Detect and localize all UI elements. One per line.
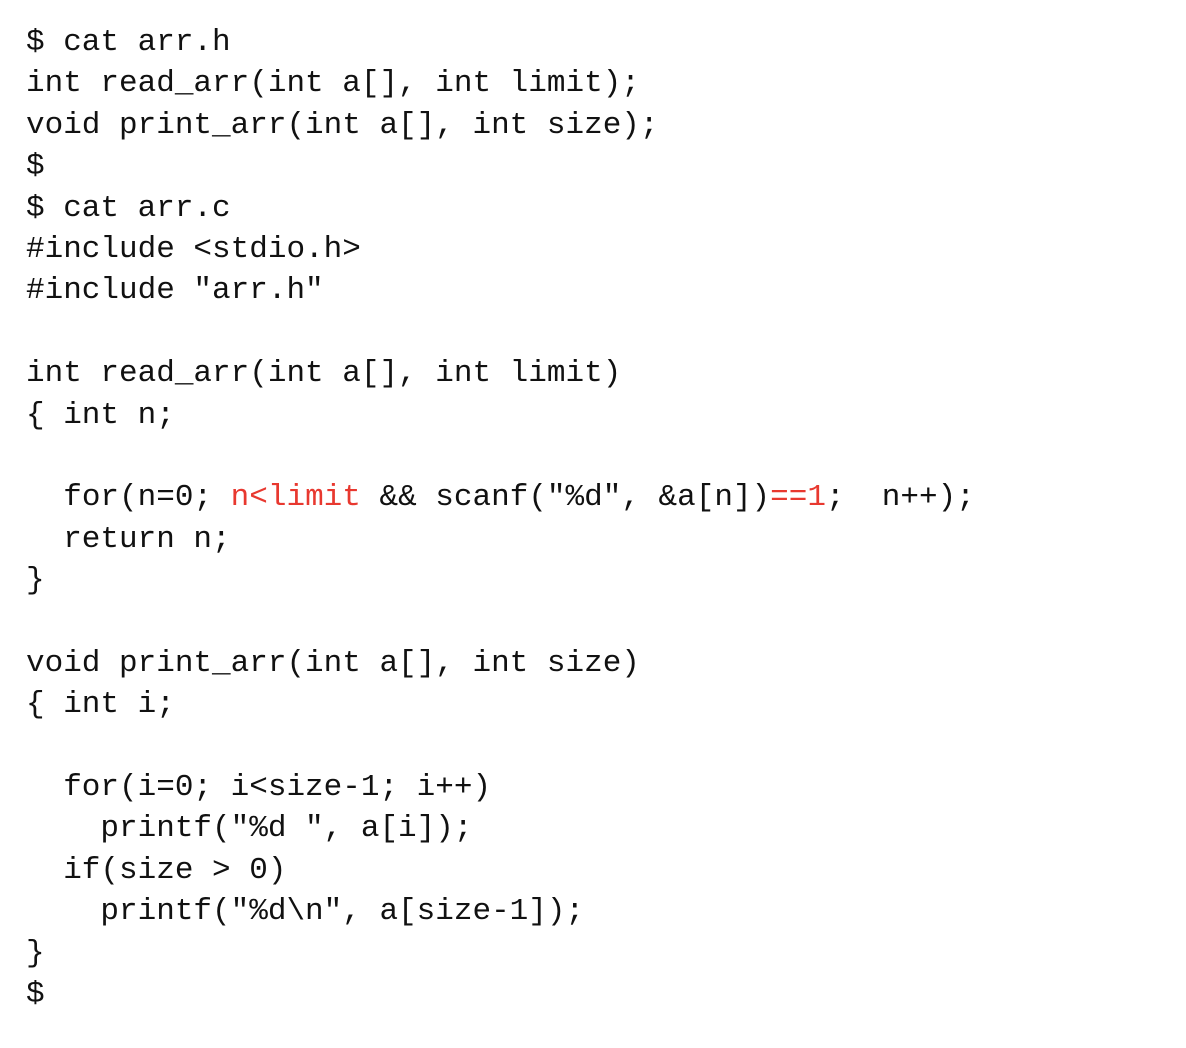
terminal-line: } — [26, 935, 45, 971]
terminal-line: void print_arr(int a[], int size); — [26, 107, 659, 143]
terminal-line: #include "arr.h" — [26, 273, 324, 309]
terminal-line: void print_arr(int a[], int size) — [26, 645, 640, 681]
code-semicolon: ; — [825, 480, 882, 516]
terminal-prompt[interactable]: $ — [26, 976, 45, 1012]
code-for-open: for(n=0; — [63, 480, 231, 516]
terminal-line: printf("%d ", a[i]); — [26, 811, 473, 847]
terminal-line — [26, 601, 1186, 642]
code-scanf-call: && scanf("%d", &a[n]) — [360, 480, 771, 516]
code-increment: n++); — [881, 480, 975, 516]
code-indent — [26, 480, 63, 515]
terminal-line: int read_arr(int a[], int limit) — [26, 356, 622, 392]
terminal-line: { int n; — [26, 397, 175, 433]
terminal-line — [26, 726, 1186, 767]
terminal-line: } — [26, 563, 45, 599]
terminal-line — [26, 436, 1186, 477]
terminal-line: $ — [26, 149, 45, 185]
terminal-line: int read_arr(int a[], int limit); — [26, 66, 640, 102]
highlighted-equals-one: ==1 — [770, 480, 826, 516]
terminal-line-for-loop: for(n=0; n<limit && scanf("%d", &a[n])==… — [26, 477, 1186, 518]
terminal-line: return n; — [26, 521, 231, 557]
terminal-line: { int i; — [26, 687, 175, 723]
terminal-line: for(i=0; i<size-1; i++) — [26, 770, 492, 806]
highlighted-condition: n<limit — [230, 480, 361, 516]
terminal-line: if(size > 0) — [26, 852, 287, 888]
terminal-line: printf("%d\n", a[size-1]); — [26, 894, 585, 930]
terminal-line: $ cat arr.c — [26, 190, 231, 226]
terminal-line — [26, 312, 1186, 353]
terminal-line: #include <stdio.h> — [26, 231, 361, 267]
terminal-line: $ cat arr.h — [26, 25, 231, 60]
